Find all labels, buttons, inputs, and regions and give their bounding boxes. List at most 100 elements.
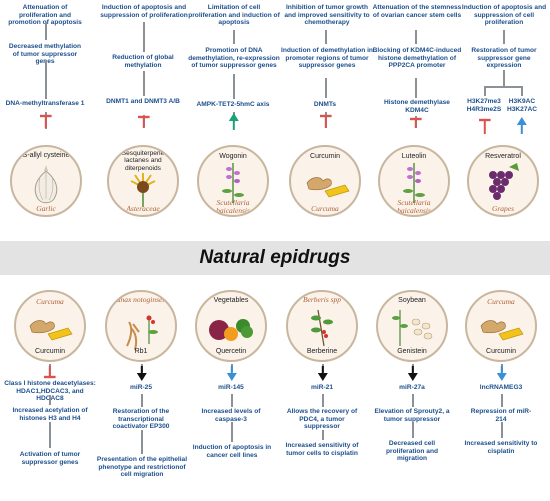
connector-line <box>322 394 324 407</box>
source-label: Garlic <box>36 204 56 213</box>
effect-text: Induction of apoptosis and suppression o… <box>461 4 547 27</box>
effect-text: Limitation of cell proliferation and ind… <box>188 4 280 27</box>
compound-label: Sesquiterpene lactanes and diterpenoids <box>121 150 165 172</box>
connector-line <box>143 71 145 96</box>
target-text: miR-21 <box>311 384 333 391</box>
banner-title: Natural epidrugs <box>199 247 351 268</box>
connector-line <box>415 30 417 44</box>
effect-text: Induction of apoptosis and suppression o… <box>100 4 188 19</box>
target-text: DNA-methyltransferase 1 <box>5 100 85 107</box>
source-label: Scutellaria baicalensis <box>397 198 431 215</box>
effect-text: Inhibition of tumor growth and improved … <box>284 4 370 27</box>
source-label: Curcuma <box>36 297 64 306</box>
source-label: Berberis spp <box>302 295 342 304</box>
target-left-text: H3K27me3 H4R3me2S <box>466 98 502 113</box>
scutellaria-icon <box>403 163 425 203</box>
connector-line <box>141 394 143 407</box>
garlic-icon <box>34 165 58 204</box>
effect-text: Induction of apoptosis in cancer cell li… <box>192 444 272 459</box>
connector-line <box>503 30 505 44</box>
effect-text: Decreased cell proliferation and migrati… <box>385 440 439 463</box>
ginseng-icon <box>126 315 158 351</box>
effect-text: Increased sensitivity to cisplatin <box>464 440 538 455</box>
connector-line <box>501 422 503 438</box>
connector-line <box>45 61 47 99</box>
berberis-circle: Berberis spp Berberine <box>286 290 358 362</box>
target-text: lncRNAMEG3 <box>479 384 523 391</box>
target-text: miR-27a <box>399 384 425 391</box>
inhibit-arrow-grapes <box>479 118 491 134</box>
compound-label: Quercetin <box>215 348 247 355</box>
source-label-soybean: Soybean <box>398 297 426 304</box>
panax-circle: Panax notoginseng Rb1 <box>105 290 177 362</box>
inhibit-arrow-garlic <box>40 114 52 128</box>
inhibit-arrow-curcuma <box>320 114 332 128</box>
compound-label: Luteolin <box>401 153 427 160</box>
connector-line <box>412 394 414 407</box>
flower-icon <box>130 173 156 207</box>
compound-label: Rb1 <box>134 348 148 355</box>
wogonin-circle: Wogonin Scutellaria baicalensis <box>197 145 269 217</box>
turmeric-icon <box>29 320 73 341</box>
inhibit-arrow-bottom-curcuma <box>44 366 56 379</box>
connector-line <box>49 422 51 448</box>
connector-line <box>143 22 145 52</box>
connector-line <box>501 394 503 407</box>
compound-label: Curcumin <box>35 348 65 355</box>
effect-text: Increased sensitivity of tumor cells to … <box>285 442 359 457</box>
curcuma-circle: Curcumin Curcuma <box>289 145 361 217</box>
compound-label: Genistein <box>397 348 427 355</box>
soybean-icon <box>392 310 433 346</box>
connector-line <box>503 70 505 86</box>
down-arrow-soybean <box>407 366 418 381</box>
inhibit-arrow-asteraceae <box>138 115 150 128</box>
soybean-circle: Soybean Genistein <box>376 290 448 362</box>
mechanism-text: Restoration of tumor suppressor gene exp… <box>471 47 537 70</box>
garlic-circle: S-allyl cysteine Garlic <box>10 145 82 217</box>
title-banner <box>0 241 550 275</box>
mechanism-text: Allows the recovery of PDC4, a tumor sup… <box>286 408 358 431</box>
connector-line <box>322 430 324 440</box>
compound-label: S-allyl cysteine <box>22 152 70 159</box>
connector-line <box>141 430 143 454</box>
mechanism-text: Repression of miR- 214 <box>470 408 532 423</box>
curcuma-bottom-circle-2: Curcuma Curcumin <box>465 290 537 362</box>
connector-line <box>325 30 327 44</box>
connector-line <box>412 422 414 438</box>
scutellaria-icon <box>222 163 244 203</box>
asteraceae-circle: Sesquiterpene lactanes and diterpenoids … <box>107 145 179 217</box>
inhibit-arrow-luteolin <box>410 117 422 128</box>
mechanism-text: Promotion of DNA demethylation, re-expre… <box>188 47 280 70</box>
mechanism-text: Blocking of KDM4C-induced histone demeth… <box>372 47 462 70</box>
mechanism-text: Increased acetylation of histones H3 and… <box>12 407 88 422</box>
turmeric-icon <box>480 320 524 341</box>
effect-text: Activation of tumor suppressor genes <box>19 451 81 466</box>
curcuma-bottom-circle: Curcuma Curcumin <box>14 290 86 362</box>
source-label: Curcuma <box>311 204 339 213</box>
grapes-circle: Resveratrol Grapes <box>467 145 539 217</box>
down-arrow-curcuma-2 <box>496 366 507 381</box>
target-text: miR-25 <box>130 384 152 391</box>
source-label: Grapes <box>491 204 515 213</box>
target-right-text: H3K9AC H3K27AC <box>506 98 538 113</box>
target-text: DNMT1 and DNMT3 A/B <box>106 98 180 105</box>
connector-line <box>415 78 417 98</box>
mechanism-text: Restoration of the transcriptional coact… <box>112 408 170 431</box>
compound-label: Berberine <box>306 348 338 355</box>
connector-line <box>49 395 51 405</box>
down-arrow-panax <box>136 366 147 381</box>
vegetables-circle: Vegetables Quercetin <box>195 290 267 362</box>
compound-label: Resveratrol <box>485 153 521 160</box>
source-label: Asteraceae <box>126 204 160 213</box>
compound-label: Curcumin <box>486 348 516 355</box>
connector-line <box>521 86 523 96</box>
connector-line <box>231 394 233 407</box>
turmeric-icon <box>306 177 350 198</box>
up-arrow-grapes <box>516 117 527 134</box>
target-text: DNMTs <box>313 101 337 108</box>
effect-text: Presentation of the epithelial phenotype… <box>96 456 188 479</box>
target-text: AMPK-TET2-5hmC axis <box>196 101 270 108</box>
source-label: Curcuma <box>487 297 515 306</box>
vegetables-icon <box>209 319 253 341</box>
